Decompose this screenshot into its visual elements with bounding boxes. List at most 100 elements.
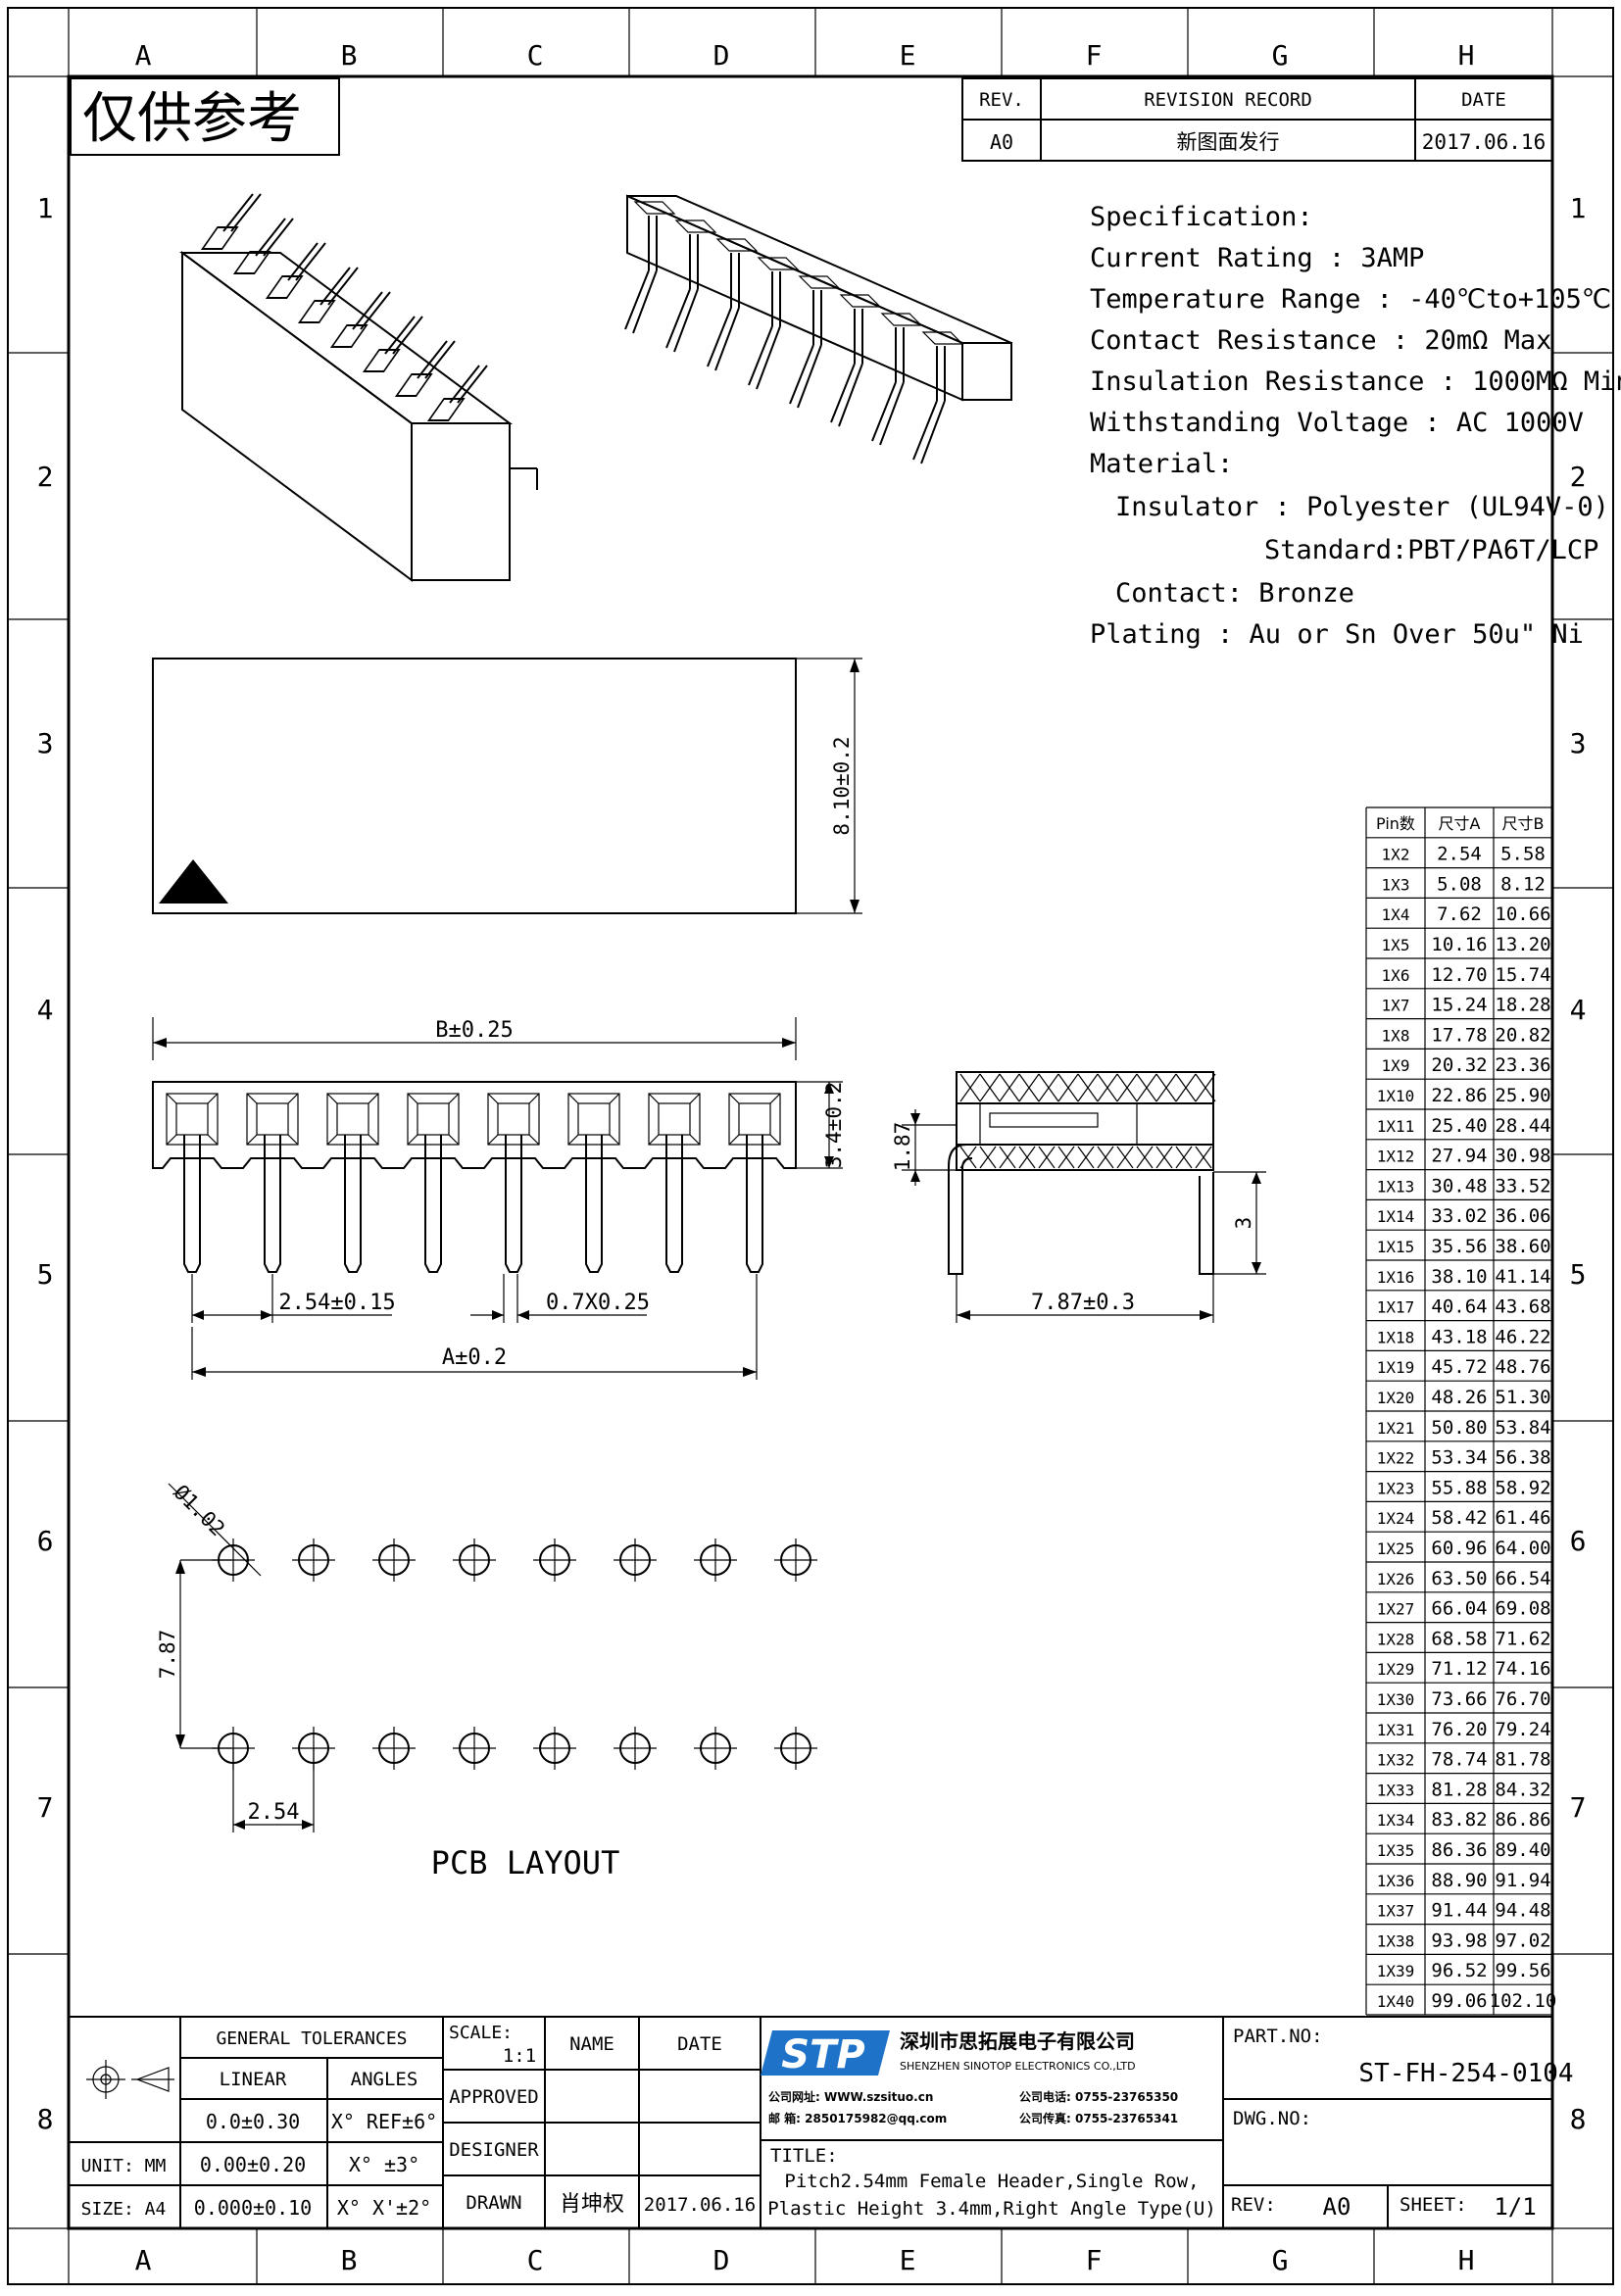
iso-pin-tail [255,218,286,257]
specification-block: Specification: Current Rating : 3AMP Tem… [1090,202,1621,650]
pin-table-cell: 1X12 [1377,1148,1415,1166]
pin-table-cell: 71.12 [1431,1658,1487,1680]
part-no-value: ST-FH-254-0104 [1358,2059,1573,2088]
spec-plating: Plating : Au or Sn Over 50u" Ni [1090,619,1584,650]
pin-table-header: Pin数 [1376,814,1415,833]
rev-value: A0 [990,130,1013,154]
top-view: 8.10±0.2 [152,658,862,914]
angles-label: ANGLES [351,2069,418,2090]
iso-pin-tail [384,316,416,355]
tol-angle-2: X° ±3° [349,2153,419,2176]
pin-size-dimension: 0.7X0.25 [546,1291,650,1315]
pin-table-cell: 1X39 [1377,1962,1415,1980]
pin-table-cell: 94.48 [1495,1900,1550,1922]
pin-table-cell: 64.00 [1495,1538,1550,1559]
pin-table-cell: 48.76 [1495,1356,1550,1378]
row-label-left-4: 4 [37,994,54,1026]
rev-header: REV. [979,89,1024,111]
scale-value: 1:1 [503,2045,536,2067]
company-name-cn: 深圳市思拓展电子有限公司 [900,2029,1135,2053]
pin-table-cell: 102.10 [1490,1990,1557,2012]
pcb-layout: Ø1.02 7.87 2.54 PCB LAYOUT [156,1481,817,1881]
front-cavity [728,1093,781,1146]
pin-table-cell: 74.16 [1495,1658,1550,1680]
iso-pin-cavity [839,294,882,308]
watermark-box [70,77,340,156]
pin-table-cell: 79.24 [1495,1719,1550,1740]
rev-value-tb: A0 [1323,2193,1351,2221]
pin-table-cell: 5.08 [1437,873,1482,895]
title-line-1: Pitch2.54mm Female Header,Single Row, [784,2171,1199,2192]
pin-table-cell: 1X4 [1382,905,1410,924]
row-label-right-3: 3 [1570,727,1587,759]
pin-table-cell: 76.70 [1495,1688,1550,1710]
approved-label: APPROVED [449,2086,539,2108]
row-spacing-dimension: 7.87 [156,1630,179,1680]
top-view-outline [152,658,797,914]
row-label-right-8: 8 [1570,2103,1587,2135]
row-label-right-4: 4 [1570,994,1587,1026]
pin-table-cell: 1X36 [1377,1872,1415,1890]
iso-pin-cavity [798,275,841,289]
pin-table-cell: 1X30 [1377,1690,1415,1709]
pin-table-cell: 86.36 [1431,1839,1487,1861]
iso-pin-cavity [921,331,964,345]
spec-withstanding-voltage: Withstanding Voltage : AC 1000V [1090,408,1584,438]
row-label-right-6: 6 [1570,1525,1587,1557]
pin-table-cell: 63.50 [1431,1568,1487,1589]
pin-table-cell: 18.28 [1495,995,1550,1016]
pin-table-cell: 89.40 [1495,1839,1550,1861]
pin-table-cell: 1X29 [1377,1660,1415,1679]
sheet-value: 1/1 [1494,2193,1536,2221]
scale-label: SCALE: [449,2023,513,2043]
pin-table-cell: 81.78 [1495,1749,1550,1771]
row-label-left-8: 8 [37,2103,54,2135]
pin-table-cell: 5.58 [1500,844,1546,865]
pin-table-cell: 76.20 [1431,1719,1487,1740]
pin-table-cell: 43.68 [1495,1296,1550,1318]
front-cavity [246,1093,299,1146]
front-pin [665,1135,683,1273]
pin-table-cell: 99.56 [1495,1960,1550,1981]
pin-table-cell: 35.56 [1431,1236,1487,1257]
spec-current-rating: Current Rating : 3AMP [1090,243,1424,273]
row-label-right-2: 2 [1570,461,1587,493]
pin-table-cell: 81.28 [1431,1779,1487,1800]
pin-table-cell: 58.92 [1495,1477,1550,1498]
column-label-top-A: A [135,39,152,72]
linear-label: LINEAR [220,2069,287,2090]
pin-table-cell: 50.80 [1431,1417,1487,1439]
pin-table-cell: 1X27 [1377,1600,1415,1619]
pin-table-cell: 91.94 [1495,1870,1550,1891]
pin-table-cell: 1X15 [1377,1238,1415,1256]
drawn-label: DRAWN [466,2192,521,2214]
tol-linear-1: 0.0±0.30 [206,2110,300,2133]
pin-table-cell: 1X7 [1382,997,1410,1015]
pin-table-cell: 1X23 [1377,1479,1415,1497]
iso-pin-tail [417,340,448,379]
pin-table-cell: 1X11 [1377,1117,1415,1136]
pin-table-cell: 78.74 [1431,1749,1487,1771]
name-header: NAME [569,2033,614,2055]
watermark-text: 仅供参考 [82,87,302,151]
revision-record-header: REVISION RECORD [1144,89,1312,111]
a-width-dimension: A±0.2 [442,1345,507,1370]
pin-table-cell: 17.78 [1431,1024,1487,1046]
side-3-dimension: 3 [1232,1217,1255,1230]
iso-pin-cavity [757,257,800,270]
rev-label-tb: REV: [1231,2194,1276,2216]
tol-angle-1: X° REF±6° [331,2110,437,2133]
front-pin [344,1135,362,1273]
row-label-left-5: 5 [37,1258,54,1291]
spec-title: Specification: [1090,202,1313,232]
column-label-top-C: C [527,39,544,72]
pin-table-cell: 28.44 [1495,1115,1550,1137]
column-label-bottom-G: G [1272,2244,1289,2276]
pin-table-cell: 96.52 [1431,1960,1487,1981]
side-depth-dimension: 7.87±0.3 [1031,1291,1135,1315]
pin-table-cell: 1X26 [1377,1570,1415,1588]
spec-material: Material: [1090,449,1233,479]
pin-table-cell: 56.38 [1495,1447,1550,1469]
pin-table-cell: 1X13 [1377,1177,1415,1196]
